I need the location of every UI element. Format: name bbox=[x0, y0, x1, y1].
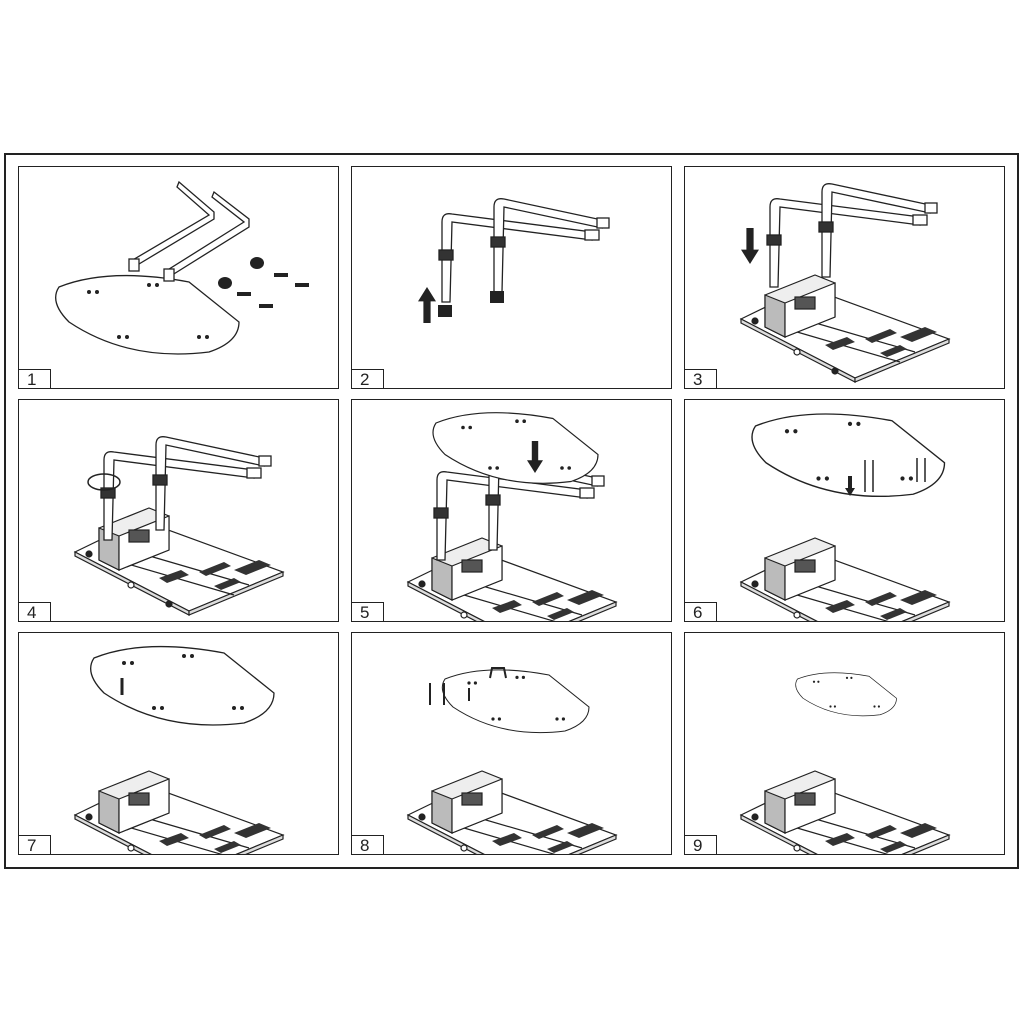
hand-icon bbox=[87, 473, 121, 491]
step-panel-1: 1 bbox=[18, 166, 339, 389]
clips bbox=[429, 667, 507, 705]
support-arms bbox=[438, 198, 610, 303]
insert-arms-illustration bbox=[740, 183, 950, 383]
table-plate bbox=[54, 274, 240, 355]
support-arms bbox=[128, 180, 250, 282]
base-station bbox=[407, 770, 617, 854]
insert-clips-illustration bbox=[740, 413, 950, 621]
step-panel-6: 6 bbox=[684, 399, 1005, 622]
base-station bbox=[740, 537, 950, 621]
step-number: 7 bbox=[19, 835, 51, 854]
secure-arms-illustration bbox=[74, 436, 284, 616]
step-number: 6 bbox=[685, 602, 717, 621]
step-number: 2 bbox=[352, 369, 384, 388]
foot bbox=[490, 291, 504, 303]
base-station bbox=[740, 274, 950, 383]
step-number: 5 bbox=[352, 602, 384, 621]
step-panel-3: 3 bbox=[684, 166, 1005, 389]
step-panel-2: 2 bbox=[351, 166, 672, 389]
table-plate bbox=[441, 669, 590, 734]
position-plate-illustration bbox=[74, 645, 284, 854]
feet-and-clips bbox=[218, 257, 309, 308]
arrow-down-icon bbox=[741, 228, 759, 264]
step-panel-9: 9 bbox=[684, 632, 1005, 855]
step-number: 8 bbox=[352, 835, 384, 854]
support-arms bbox=[766, 183, 938, 288]
table-plate bbox=[795, 672, 898, 717]
arrow-up-icon bbox=[418, 287, 436, 323]
step-panel-5: 5 bbox=[351, 399, 672, 622]
step-panel-7: 7 bbox=[18, 632, 339, 855]
table-plate bbox=[432, 412, 599, 484]
step-number: 1 bbox=[19, 369, 51, 388]
step-panel-4: 4 bbox=[18, 399, 339, 622]
assembled-illustration bbox=[740, 672, 950, 854]
step-number: 4 bbox=[19, 602, 51, 621]
step-number: 3 bbox=[685, 369, 717, 388]
foot bbox=[438, 305, 452, 317]
base-station bbox=[74, 770, 284, 854]
fasten-clips-illustration bbox=[407, 667, 617, 854]
parts-overview-illustration bbox=[54, 180, 309, 355]
instruction-sheet bbox=[4, 153, 1019, 869]
attach-feet-illustration bbox=[418, 198, 610, 323]
place-plate-illustration bbox=[407, 412, 617, 621]
step-number: 9 bbox=[685, 835, 717, 854]
table-plate bbox=[89, 645, 275, 726]
base-station bbox=[740, 770, 950, 854]
clips bbox=[864, 458, 926, 492]
step-panel-8: 8 bbox=[351, 632, 672, 855]
